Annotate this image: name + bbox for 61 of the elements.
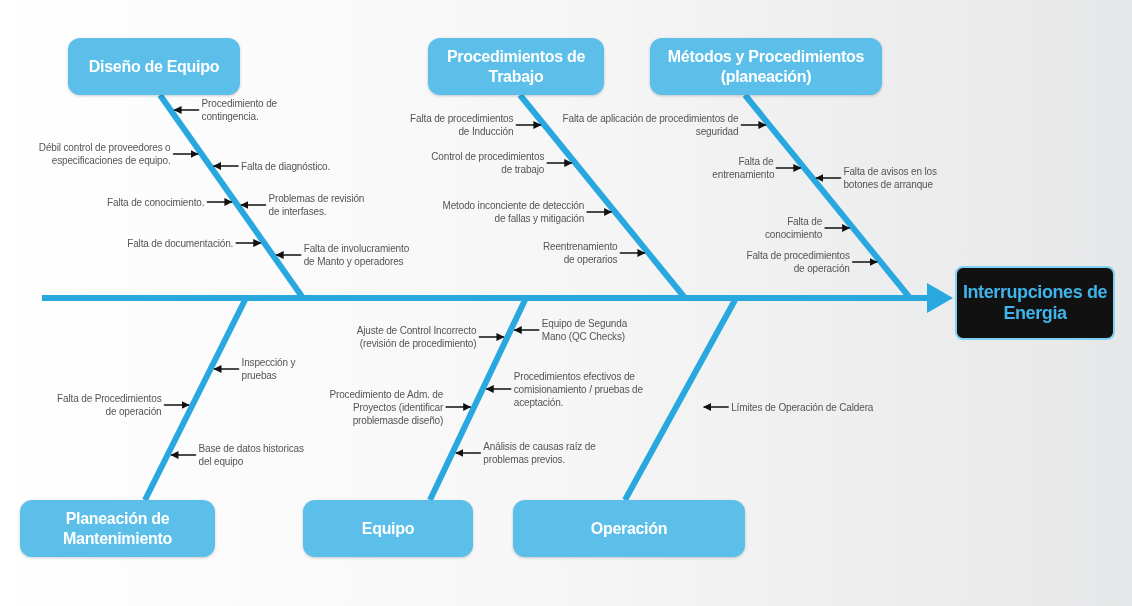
arrow [485, 385, 512, 393]
cause-label: Falta de conocimiento [761, 215, 826, 241]
arrow [740, 121, 767, 129]
arrow [213, 162, 239, 170]
category-box: Métodos y Procedimientos (planeación) [650, 38, 882, 95]
category-box: Diseño de Equipo [68, 38, 240, 95]
cause-label: Procedimiento de Adm. de Proyectos (identificar problemasde diseño) [320, 387, 447, 427]
arrow [172, 150, 199, 158]
cause-label: Base de datos historicas del equipo [195, 442, 316, 468]
effect-box: Interrupciones de Energia [955, 266, 1115, 340]
cause-label: Débil control de proveedores o especificaciones de equipo. [23, 141, 174, 167]
category-box: Planeación de Mantenimiento [20, 500, 215, 557]
cause-label: Falta de procedimientos de operación [736, 249, 853, 275]
arrow [546, 159, 573, 167]
arrow [170, 451, 197, 459]
arrow [445, 403, 472, 411]
category-box: Operación [513, 500, 745, 557]
cause-label: Falta de aplicación de procedimientos de seguridad [557, 112, 742, 138]
cause-label: Falta de procedimientos de Inducción [400, 112, 517, 138]
arrow [851, 258, 878, 266]
arrow [824, 224, 851, 232]
cause-label: Reentrenamiento de operarios [538, 240, 621, 266]
arrow [163, 401, 190, 409]
cause-label: Equipo de Segunda Mano (QC Checks) [538, 317, 651, 343]
cause-label: Procedimientos efectivos de comisionamiento / pruebas de aceptación. [510, 369, 647, 409]
arrow [775, 164, 802, 172]
arrow [275, 251, 302, 259]
arrow [235, 239, 262, 247]
arrow [478, 333, 505, 341]
cause-label: Inspección y pruebas [238, 356, 297, 382]
arrow [815, 174, 842, 182]
arrow [455, 449, 482, 457]
cause-label: Falta de involucramiento de Manto y operadores [300, 242, 421, 268]
bone-line [622, 298, 738, 502]
arrow [515, 121, 542, 129]
cause-label: Falta de conocimiento. [95, 195, 208, 209]
cause-label: Análisis de causas raíz de problemas previos. [480, 440, 611, 466]
cause-label: Falta de documentación. [120, 236, 237, 250]
cause-label: Falta de avisos en los botones de arranque [840, 165, 953, 191]
arrow [240, 201, 267, 209]
cause-label: Límites de Operación de Caldera [728, 400, 899, 414]
cause-label: Control de procedimientos de trabajo [423, 150, 548, 176]
cause-label: Ajuste de Control Incorrecto (revisión de procedimiento) [337, 324, 480, 350]
bone-line [427, 298, 528, 502]
arrow [513, 326, 540, 334]
category-box: Procedimientos de Trabajo [428, 38, 604, 95]
cause-label: Falta de diagnóstico. [238, 159, 348, 173]
spine-arrow [42, 283, 953, 313]
cause-label: Procedimiento de contingencia. [198, 97, 283, 123]
cause-label: Falta de Procedimientos de operación [48, 392, 165, 418]
arrow [206, 198, 233, 206]
cause-label: Metodo inconciente de detección de fallas y mitigación [433, 199, 588, 225]
arrow [586, 208, 613, 216]
arrow [173, 106, 200, 114]
category-box: Equipo [303, 500, 473, 557]
cause-label: Problemas de revisión de interfases. [265, 192, 372, 218]
arrow [619, 249, 646, 257]
arrow [703, 403, 729, 411]
arrow [213, 365, 240, 373]
cause-label: Falta de entrenamiento [712, 155, 777, 181]
bone-line [142, 298, 248, 502]
